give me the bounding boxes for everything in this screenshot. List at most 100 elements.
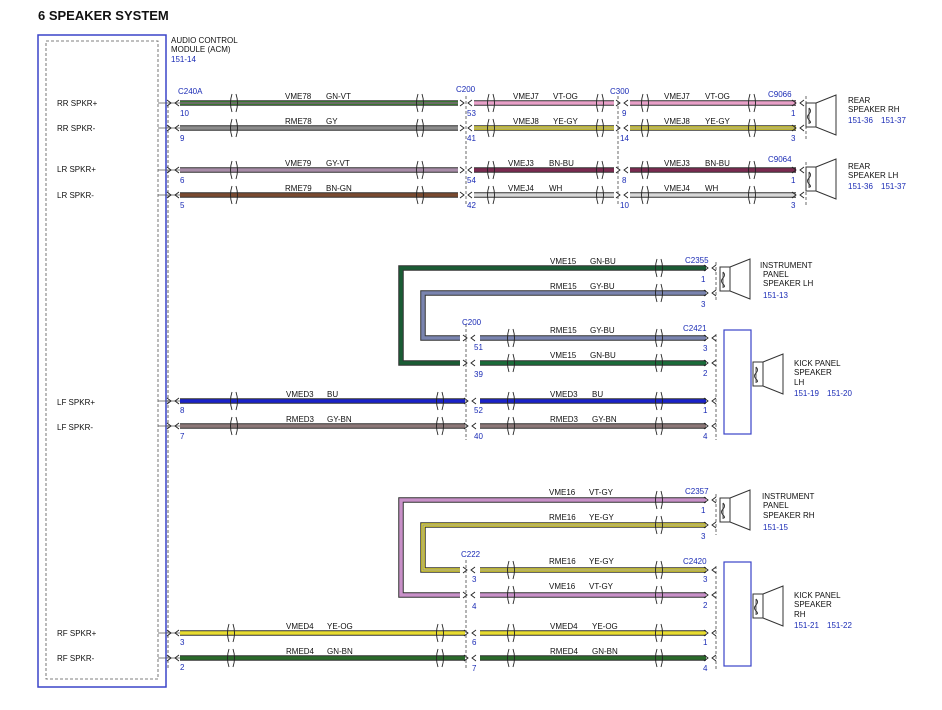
wire-color-vmej8_b: YE-GY [705,117,731,126]
speaker-ip-rh-icon [719,489,751,531]
speaker-kick-lh-line1: KICK PANEL [794,359,841,368]
module-stubs [158,102,180,659]
wire-circuit-vme79: VME79 [285,159,312,168]
wire-break-mark [416,93,424,113]
connector-c2355: C2355 [685,256,709,265]
pin-c9066-1: 1 [791,109,796,118]
wire-circuit-rmed3_b: RMED3 [550,415,579,424]
pin-c2421-2: 2 [703,369,708,378]
wire-vme15_a [399,266,706,365]
wire-break-mark [641,160,649,180]
pin-c2421-1: 1 [703,406,708,415]
connector-pin-mark [166,654,180,662]
connector-pin-mark [703,289,717,297]
pin-c200-40: 40 [474,432,483,441]
connector-pin-mark [703,629,717,637]
wire-circuit-vmed3_a: VMED3 [286,390,314,399]
connector-pin-mark [791,99,805,107]
wire-break-mark [655,560,663,580]
wire-color-rme15_b: GY-BU [590,326,615,335]
pin-c200-53: 53 [467,109,476,118]
pin-c2421-4: 4 [703,432,708,441]
pin-c222-4: 4 [472,602,477,611]
connector-c200-mid: C200 [462,318,482,327]
connector-c240a: C240A [178,87,203,96]
connector-pin-mark [703,496,717,504]
wire-break-mark [507,328,515,348]
connector-pin-mark [462,334,476,342]
connector-pin-mark [166,99,180,107]
pin-c9064-1: 1 [791,176,796,185]
speaker-rear-lh-ref2: 151-37 [881,182,906,191]
wire-color-vmed4_a: YE-OG [327,622,353,631]
wire-break-mark [507,623,515,643]
wire-rme15_a [421,291,706,340]
wire-break-mark [487,118,495,138]
speaker-ip-lh-line2: PANEL [763,270,789,279]
wire-break-mark [655,258,663,278]
connector-pin-mark [462,591,476,599]
wire-break-mark [436,623,444,643]
wire-break-mark [655,328,663,348]
wire-circuit-rme79: RME79 [285,184,312,193]
wire-circuit-vme15_b: VME15 [550,351,577,360]
wire-break-mark [748,118,756,138]
wire-break-mark [487,185,495,205]
connector-pin-mark [462,359,476,367]
connector-c9066: C9066 [768,90,792,99]
pin-c222-7: 7 [472,664,477,673]
wire-circuit-vmej3_a: VMEJ3 [508,159,534,168]
speaker-ip-rh-ref: 151-15 [763,523,788,532]
wire-break-mark [507,648,515,668]
wire-break-mark [655,623,663,643]
connector-c2357: C2357 [685,487,709,496]
pin-c222-6: 6 [472,638,477,647]
wire-circuit-vme15_a: VME15 [550,257,577,266]
speaker-rear-lh-line2: SPEAKER LH [848,171,898,180]
pin-c2355-1: 1 [701,275,706,284]
wire-break-mark [230,185,238,205]
wire-circuit-rme16_a: RME16 [549,513,576,522]
speaker-kick-lh-ref1: 151-19 [794,389,819,398]
wire-circuit-rme15_b: RME15 [550,326,577,335]
connector-pin-mark [703,422,717,430]
pin-c2420-2: 2 [703,601,708,610]
wire-color-vmej3_b: BN-BU [705,159,730,168]
connector-pin-mark [463,397,477,405]
connector-pin-mark [791,124,805,132]
wire-break-mark [507,353,515,373]
connector-pin-mark [462,566,476,574]
connector-pin-mark [459,166,473,174]
wire-break-mark [655,283,663,303]
wire-break-mark [655,353,663,373]
wire-circuit-vmej3_b: VMEJ3 [664,159,690,168]
wire-color-rmed3_a: GY-BN [327,415,352,424]
pin-c2355-3: 3 [701,300,706,309]
wire-break-mark [436,648,444,668]
speaker-rear-lh-line1: REAR [848,162,870,171]
connector-pin-mark [166,124,180,132]
speaker-rear-rh-icon [805,94,837,136]
module-name-1: AUDIO CONTROL [171,36,238,45]
pin-c300-10: 10 [620,201,629,210]
wire-break-mark [655,391,663,411]
connector-pin-mark [459,124,473,132]
wire-break-mark [507,416,515,436]
connector-pin-mark [703,264,717,272]
terminal-rr-pos: RR SPKR+ [57,99,98,108]
connector-pin-mark [463,654,477,662]
wire-circuit-rme15_a: RME15 [550,282,577,291]
wire-break-mark [487,160,495,180]
speaker-kick-rh-line2: SPEAKER [794,600,832,609]
pin-6: 6 [180,176,185,185]
connector-pin-mark [703,566,717,574]
speaker-rear-rh-ref1: 151-36 [848,116,873,125]
wire-break-mark [507,585,515,605]
pin-c200-54: 54 [467,176,476,185]
wire-circuit-vmej7_b: VMEJ7 [664,92,690,101]
wire-circuit-vme78: VME78 [285,92,312,101]
wire-color-vmed3_a: BU [327,390,338,399]
pin-c300-9: 9 [622,109,627,118]
speaker-kick-lh-line2: SPEAKER [794,368,832,377]
